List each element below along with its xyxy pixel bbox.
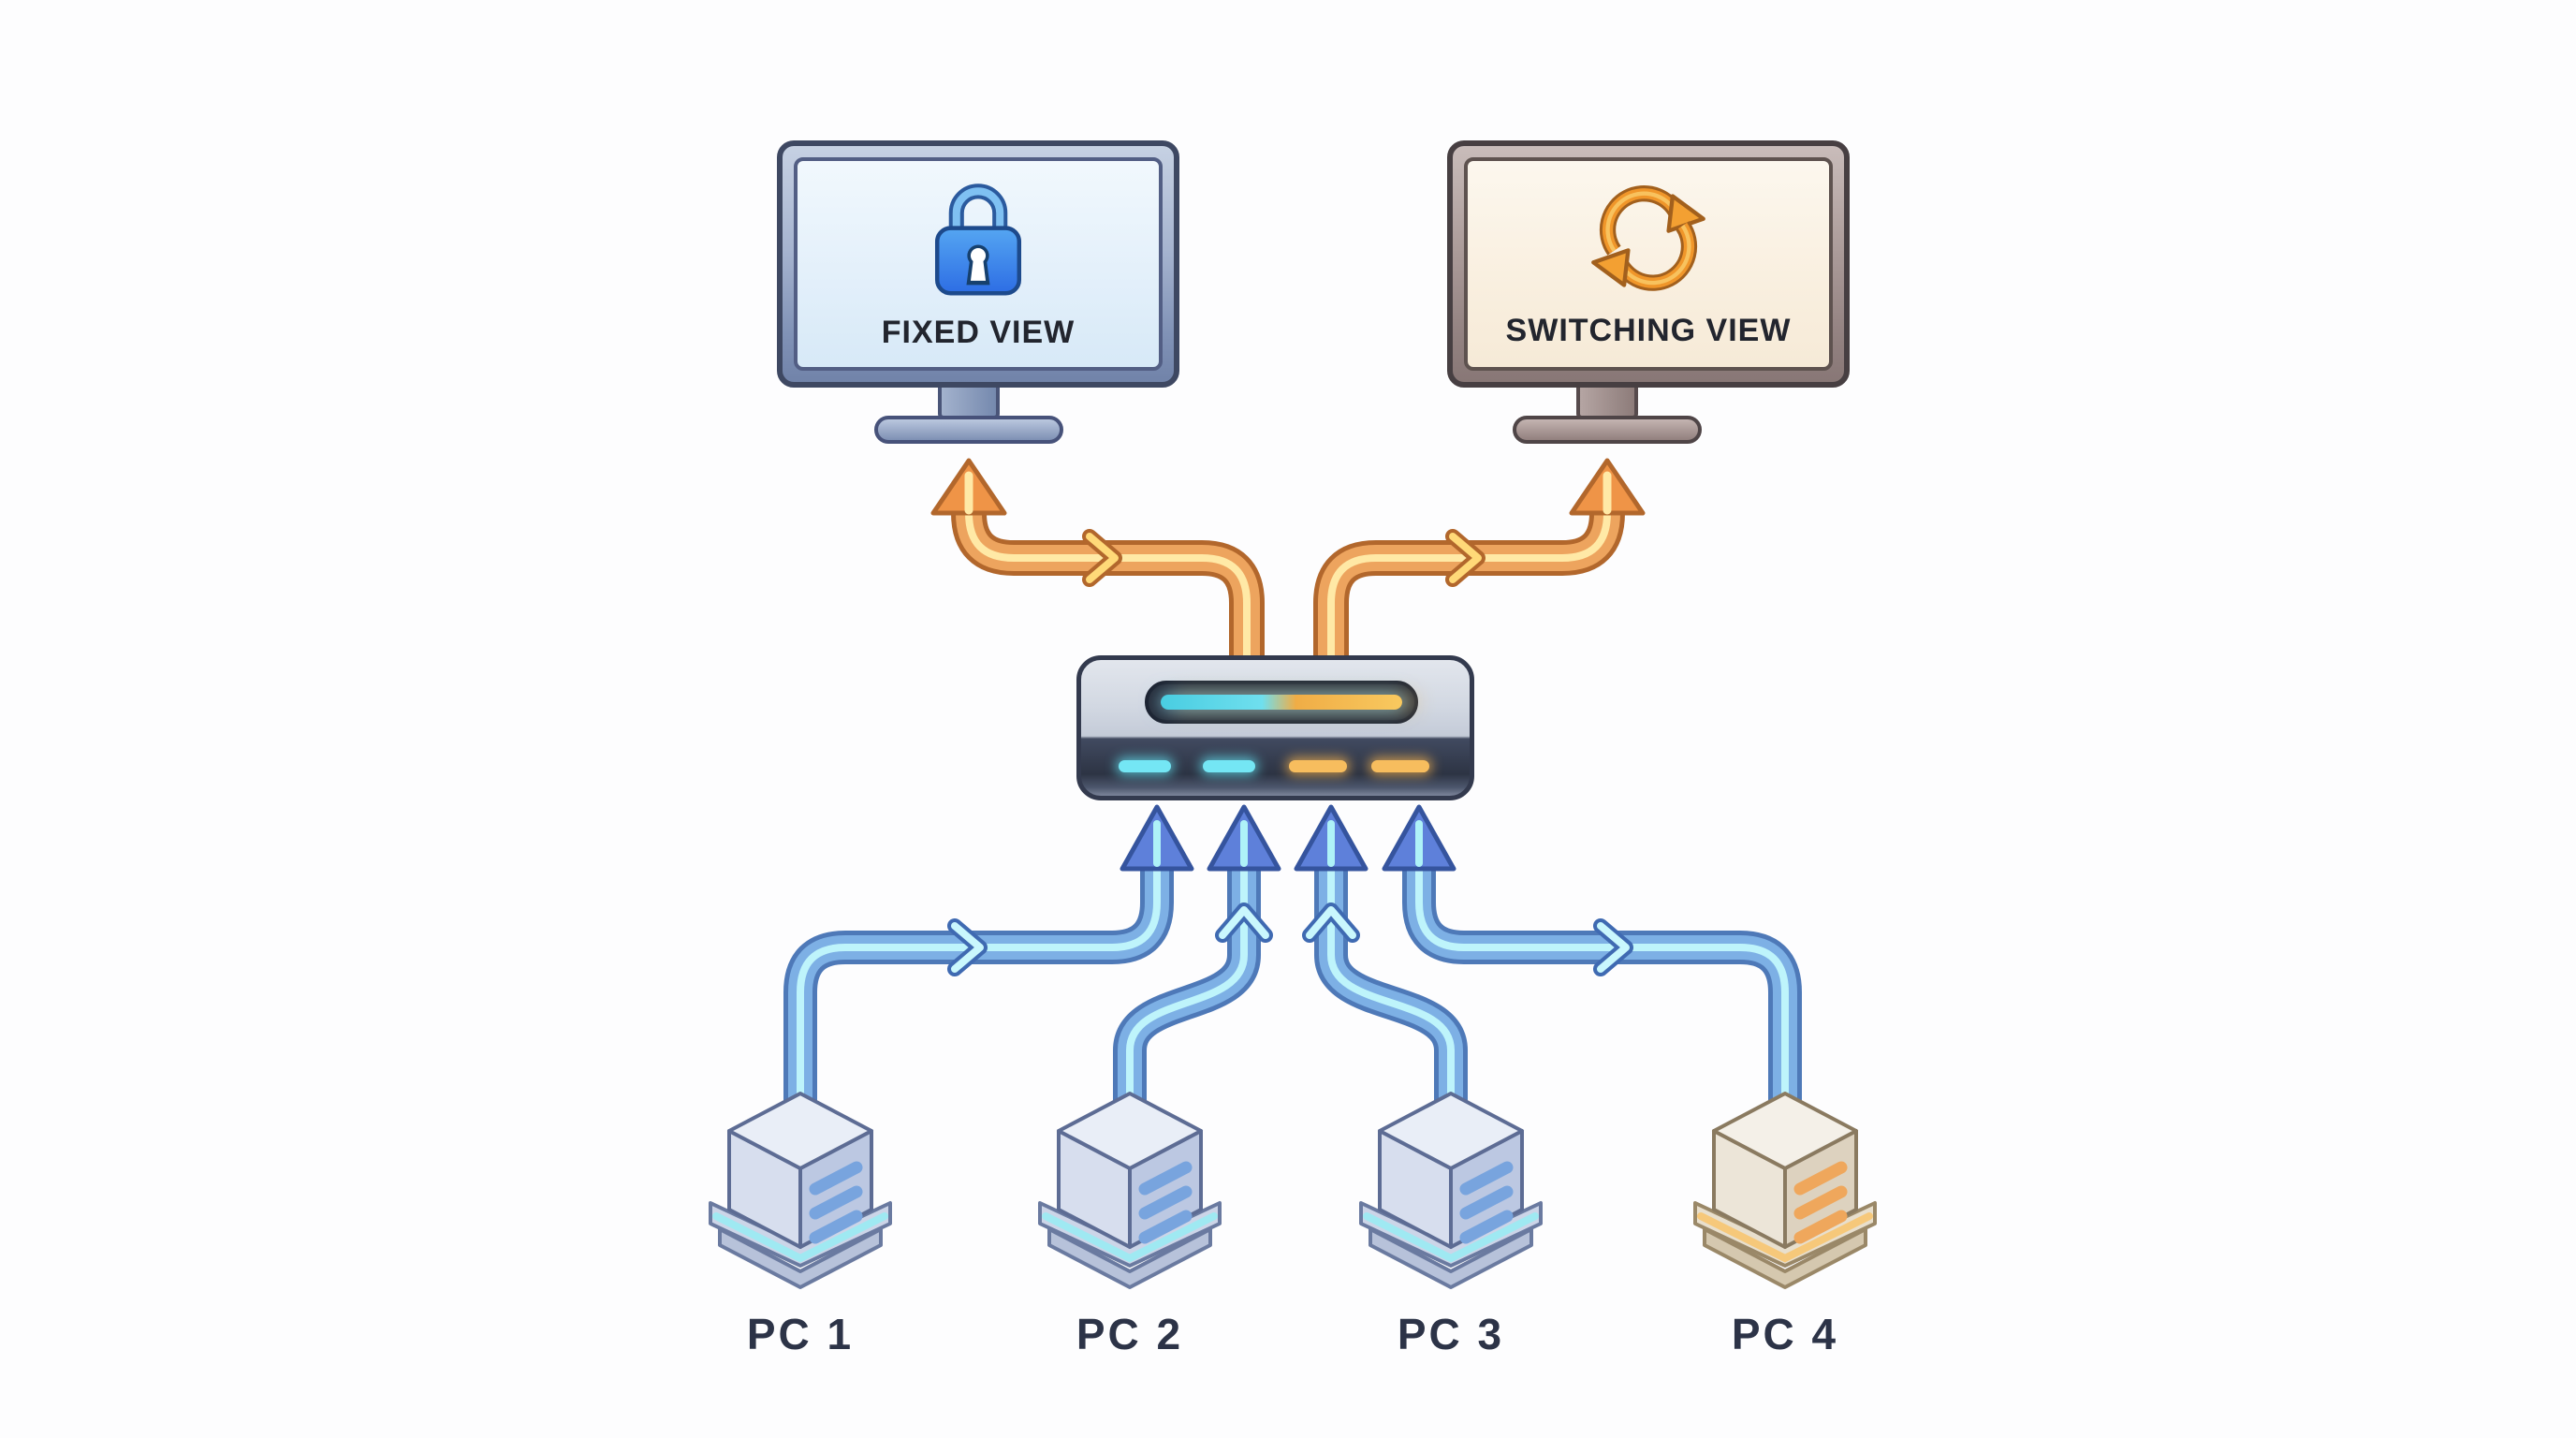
cable-pc3-to-switch [1294,804,1468,1119]
pc2-label: PC 2 [1076,1310,1184,1358]
fixed-monitor-screen: FIXED VIEW [794,157,1163,371]
cable-pc1-to-switch [783,804,1194,1119]
flow-chevron-orange-right [1445,529,1486,587]
flow-chevron-orange-left [1082,529,1122,587]
kvm-led-3 [1289,760,1347,772]
flow-chevron-pc1 [947,918,988,976]
kvm-status-bar [1161,695,1402,710]
pc3-label: PC 3 [1397,1310,1505,1358]
cable-pc2-to-switch [1113,804,1281,1119]
pc4-label: PC 4 [1731,1310,1839,1358]
cable-switch-to-fixed-monitor [930,458,1265,667]
switching-monitor: SWITCHING VIEW [1447,140,1850,388]
switching-monitor-stand-base [1513,416,1702,444]
lock-icon [934,183,1022,296]
flow-chevron-pc2 [1215,902,1273,943]
fixed-view-label: FIXED VIEW [881,314,1076,350]
refresh-icon [1591,184,1705,291]
pc1-tower [709,1092,892,1289]
kvm-led-1 [1119,760,1171,772]
flow-chevron-pc3 [1302,902,1360,943]
pc4-tower [1693,1092,1877,1289]
kvm-switch [1076,655,1474,800]
fixed-monitor: FIXED VIEW [777,140,1179,388]
cable-pc4-to-switch [1382,804,1802,1119]
flow-chevron-pc4 [1593,918,1633,976]
pc1-label: PC 1 [746,1310,855,1358]
cable-switch-to-switching-monitor [1313,458,1646,667]
kvm-display-slot [1145,681,1418,724]
pc3-tower [1359,1092,1543,1289]
switching-view-label: SWITCHING VIEW [1505,312,1792,348]
fixed-monitor-stand-base [874,416,1063,444]
kvm-led-4 [1371,760,1429,772]
kvm-led-2 [1203,760,1255,772]
pc2-tower [1038,1092,1222,1289]
switching-monitor-screen: SWITCHING VIEW [1464,157,1833,371]
